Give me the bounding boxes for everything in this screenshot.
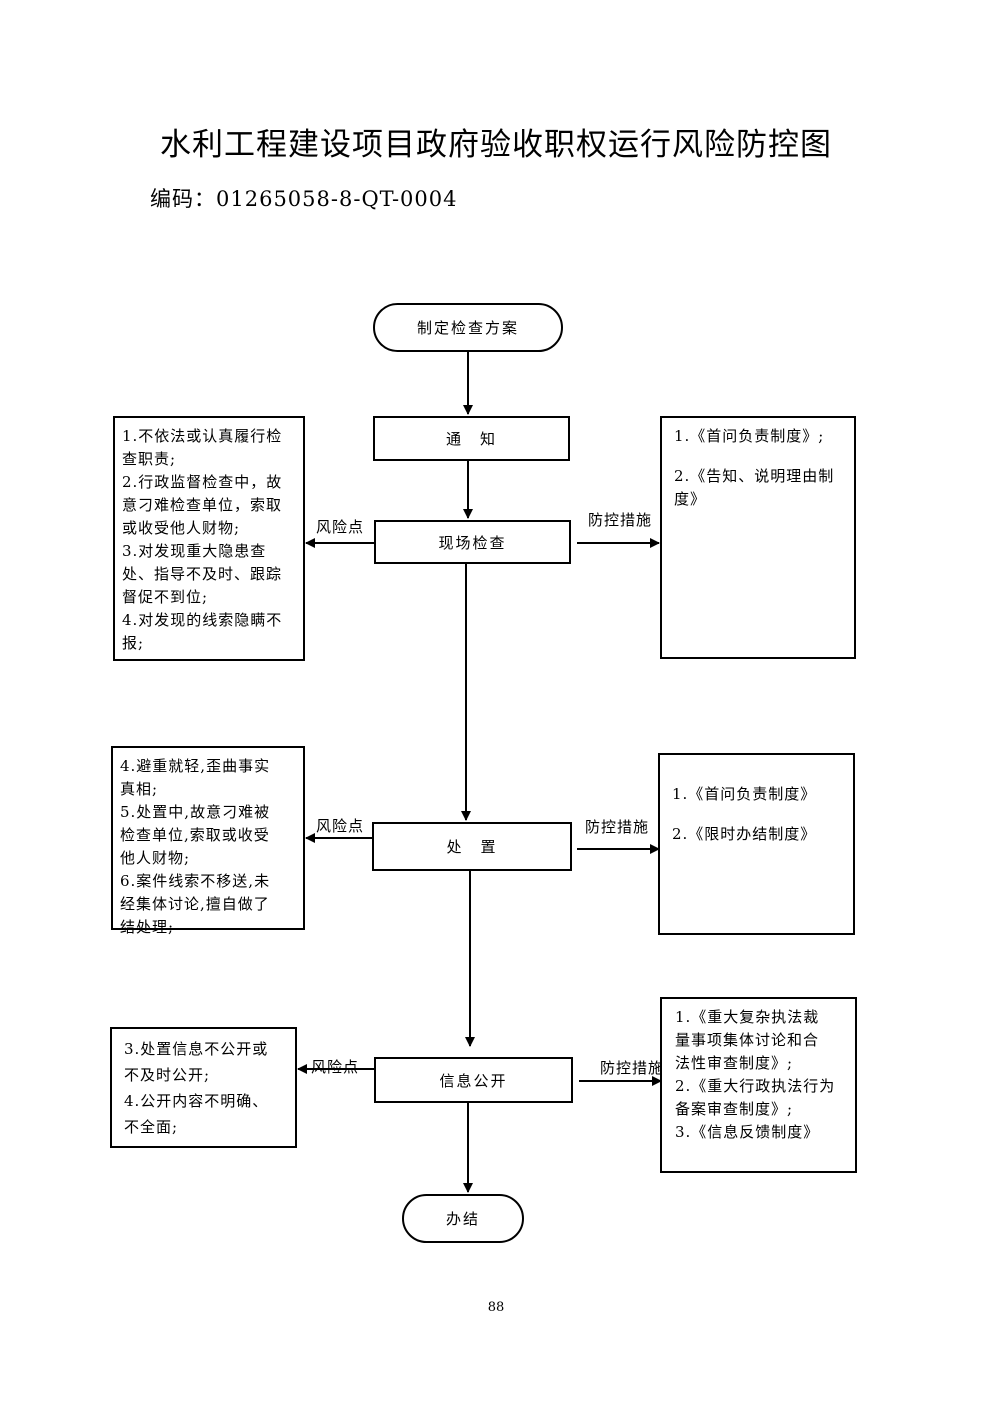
risk-item: 查职责; xyxy=(122,450,177,468)
risk-item: 2.行政监督检查中，故 xyxy=(122,473,283,491)
control-item: 3.《信息反馈制度》 xyxy=(675,1123,820,1141)
risk-item: 6.案件线索不移送,未 xyxy=(120,872,271,890)
risk-box-inspect: 1.不依法或认真履行检 查职责; 2.行政监督检查中，故 意刁难检查单位，索取 … xyxy=(113,416,305,661)
control-item: 度》 xyxy=(674,490,707,508)
risk-item: 4.避重就轻,歪曲事实 xyxy=(120,757,271,775)
risk-item: 他人财物; xyxy=(120,849,191,867)
control-box-handle: 1.《首问负责制度》 2.《限时办结制度》 xyxy=(658,753,855,935)
risk-item: 不全面; xyxy=(124,1118,179,1136)
control-box-disclose: 1.《重大复杂执法裁 量事项集体讨论和合 法性审查制度》; 2.《重大行政执法行… xyxy=(660,997,857,1173)
risk-item: 3.对发现重大隐患查 xyxy=(122,542,267,560)
risk-label-inspect: 风险点 xyxy=(316,518,365,536)
risk-item: 意刁难检查单位，索取 xyxy=(122,496,283,514)
risk-item: 检查单位,索取或收受 xyxy=(120,826,270,844)
risk-item: 报; xyxy=(122,634,145,652)
step-start-label: 制定检查方案 xyxy=(416,319,519,337)
control-item: 2.《告知、说明理由制 xyxy=(674,467,835,485)
control-label-disclose: 防控措施 xyxy=(600,1059,665,1077)
step-notify: 通 知 xyxy=(373,416,570,461)
risk-item: 督促不到位; xyxy=(122,588,209,606)
document-code: 编码：01265058-8-QT-0004 xyxy=(150,187,458,211)
risk-item: 不及时公开; xyxy=(124,1066,211,1084)
control-label-inspect: 防控措施 xyxy=(588,511,653,529)
control-spacer xyxy=(672,806,847,823)
step-end: 办结 xyxy=(402,1194,524,1243)
step-notify-label: 通 知 xyxy=(445,430,497,448)
control-item: 1.《首问负责制度》 xyxy=(672,785,817,803)
risk-label-disclose: 风险点 xyxy=(311,1058,360,1076)
risk-item: 5.处置中,故意刁难被 xyxy=(120,803,271,821)
page-title: 水利工程建设项目政府验收职权运行风险防控图 xyxy=(160,127,832,163)
risk-item: 4.对发现的线索隐瞒不 xyxy=(122,611,283,629)
risk-item: 经集体讨论,擅自做了 xyxy=(120,895,270,913)
step-inspect-label: 现场检查 xyxy=(438,533,507,552)
risk-item: 结处理; xyxy=(120,918,175,936)
risk-item: 3.处置信息不公开或 xyxy=(124,1040,269,1058)
step-handle: 处 置 xyxy=(372,822,572,871)
control-item: 2.《限时办结制度》 xyxy=(672,825,817,843)
risk-item: 1.不依法或认真履行检 xyxy=(122,427,283,445)
step-disclose-label: 信息公开 xyxy=(439,1071,508,1090)
control-item: 量事项集体讨论和合 xyxy=(675,1031,820,1049)
risk-item: 处、指导不及时、跟踪 xyxy=(122,565,283,583)
control-item: 1.《重大复杂执法裁 xyxy=(675,1008,820,1026)
risk-item: 或收受他人财物; xyxy=(122,519,241,537)
control-item: 法性审查制度》; xyxy=(675,1054,794,1072)
step-end-label: 办结 xyxy=(445,1210,480,1228)
step-start: 制定检查方案 xyxy=(373,303,563,352)
risk-item: 4.公开内容不明确、 xyxy=(124,1092,269,1110)
risk-label-handle: 风险点 xyxy=(316,817,365,835)
page-number: 88 xyxy=(487,1300,505,1315)
risk-box-handle: 4.避重就轻,歪曲事实 真相; 5.处置中,故意刁难被 检查单位,索取或收受 他… xyxy=(111,746,305,936)
step-inspect: 现场检查 xyxy=(374,520,571,564)
control-item: 备案审查制度》; xyxy=(675,1100,794,1118)
control-item: 1.《首问负责制度》; xyxy=(674,427,825,445)
control-spacer xyxy=(674,448,848,465)
step-disclose: 信息公开 xyxy=(374,1057,573,1103)
control-box-inspect: 1.《首问负责制度》; 2.《告知、说明理由制 度》 xyxy=(660,416,856,659)
step-handle-label: 处 置 xyxy=(446,838,498,856)
risk-item: 真相; xyxy=(120,780,159,798)
control-label-handle: 防控措施 xyxy=(585,818,650,836)
risk-box-disclose: 3.处置信息不公开或 不及时公开; 4.公开内容不明确、 不全面; xyxy=(110,1027,297,1148)
control-item: 2.《重大行政执法行为 xyxy=(675,1077,836,1095)
